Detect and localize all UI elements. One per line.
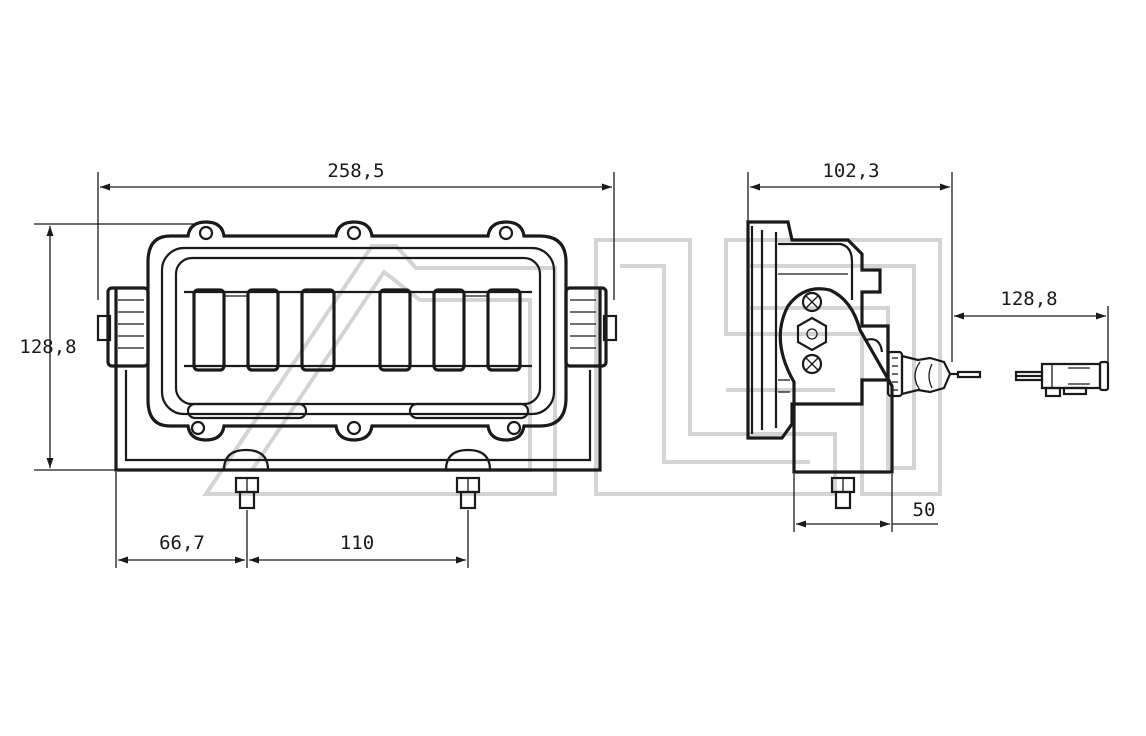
mounting-bolt-right xyxy=(455,476,481,510)
dimension-label-connector-length: 128,8 xyxy=(1000,288,1057,310)
front-view xyxy=(96,220,618,510)
dimension-front-width: 258,5 xyxy=(97,160,615,300)
side-bracket xyxy=(778,287,894,474)
dimension-front-height: 128,8 xyxy=(19,223,196,471)
mounting-bracket xyxy=(96,286,618,472)
dimension-mount-spacing: 110 xyxy=(249,510,469,568)
lamp-housing xyxy=(146,220,568,442)
dimension-label-front-height: 128,8 xyxy=(19,336,76,358)
side-cable-gland xyxy=(886,350,982,398)
mounting-bolt-left xyxy=(234,476,260,510)
side-bolt xyxy=(830,476,856,510)
side-view xyxy=(746,220,1110,510)
side-connector-plug xyxy=(1014,360,1110,398)
dimension-bracket-depth: 50 xyxy=(793,474,938,532)
dimension-label-mount-offset: 66,7 xyxy=(159,532,205,554)
dimension-label-front-width: 258,5 xyxy=(327,160,384,182)
watermark-logo xyxy=(202,238,942,496)
dimension-connector-length: 128,8 xyxy=(954,288,1109,364)
led-window xyxy=(184,288,532,372)
dimension-label-bracket-depth: 50 xyxy=(913,499,936,521)
side-housing xyxy=(746,220,890,440)
dimension-mount-offset: 66,7 xyxy=(115,472,248,568)
dimension-label-side-depth: 102,3 xyxy=(822,160,879,182)
dimension-label-mount-spacing: 110 xyxy=(340,532,374,554)
dimension-side-depth: 102,3 xyxy=(747,160,953,362)
